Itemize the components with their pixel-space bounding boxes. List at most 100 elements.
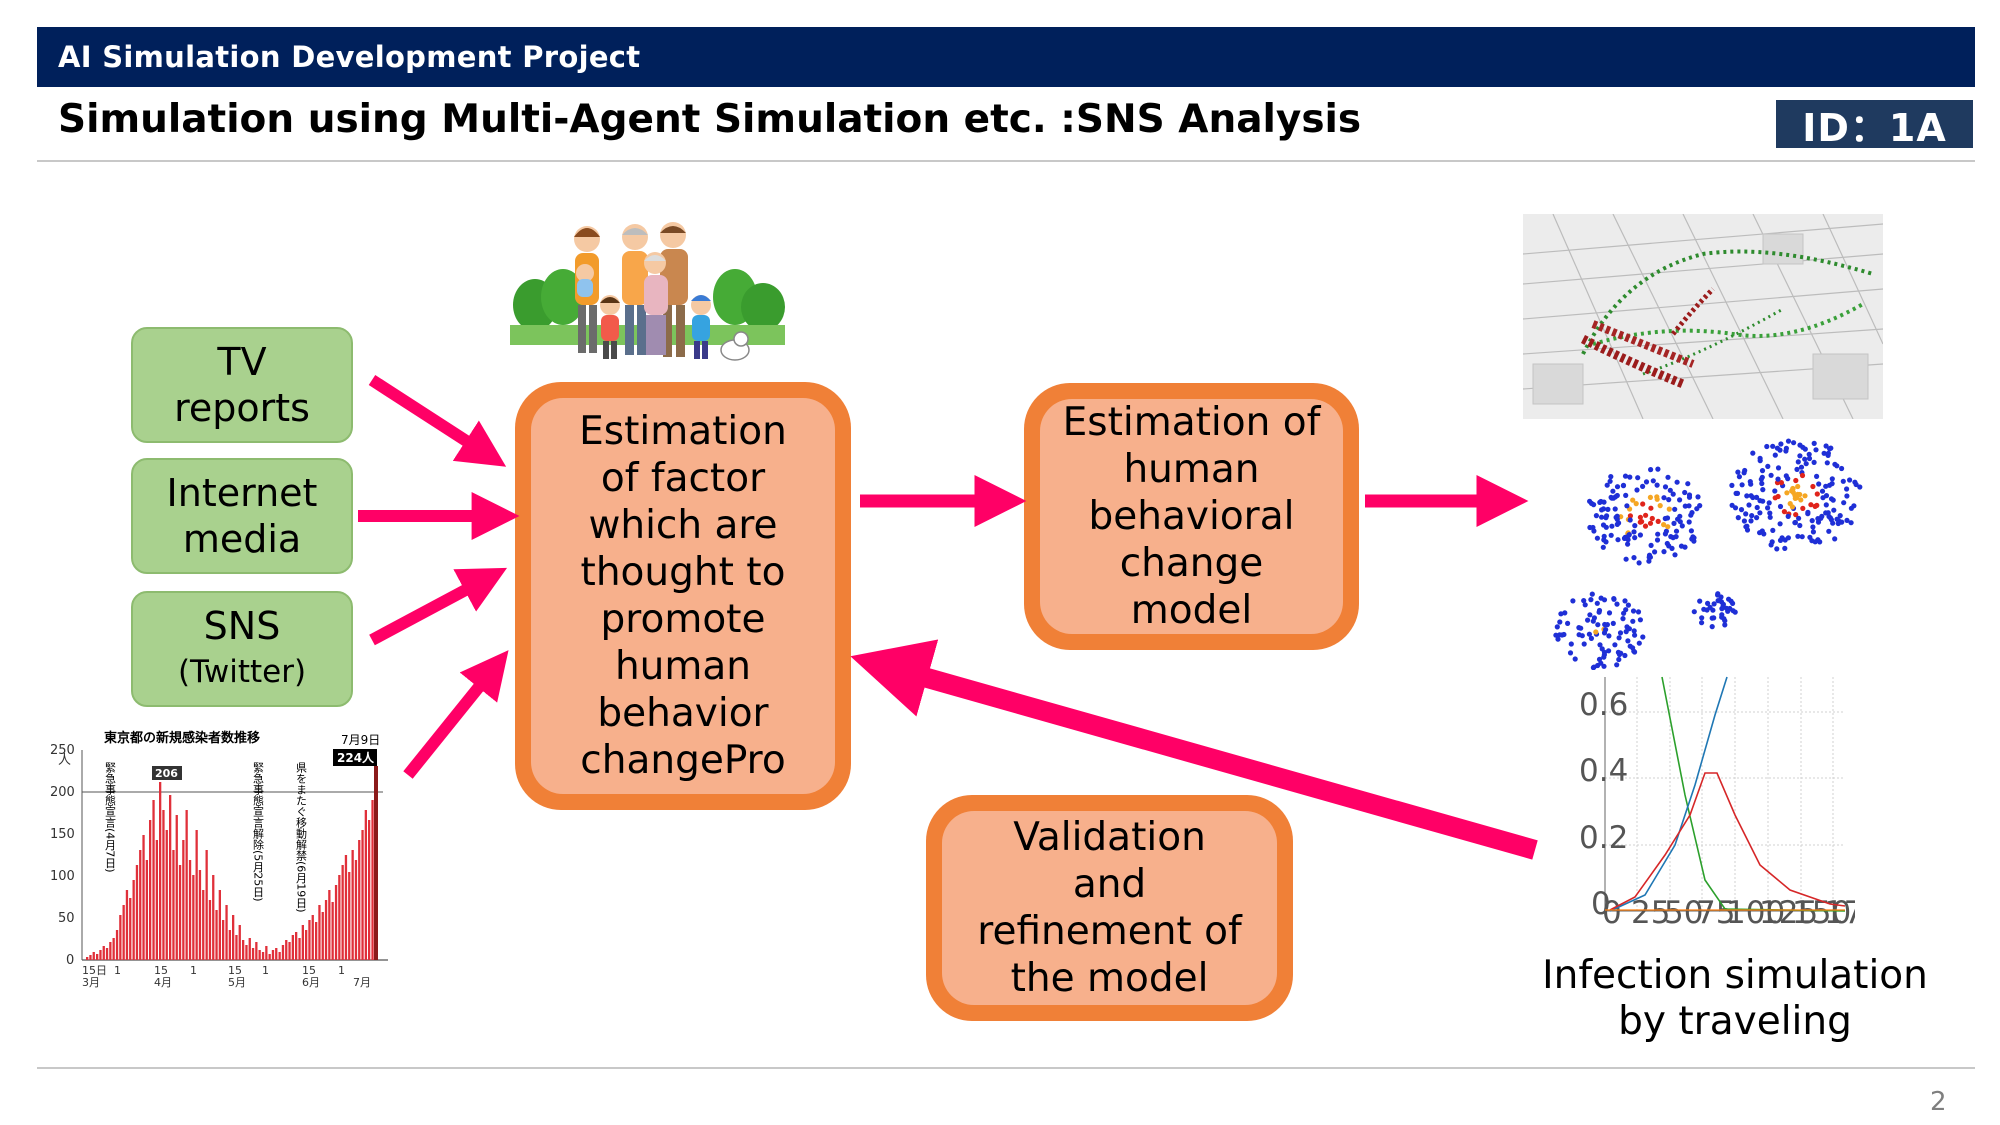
covid-bar [115, 930, 119, 960]
arrow-chart-to-factor [403, 650, 509, 779]
covid-bar [152, 800, 155, 960]
cluster-2-dot [1598, 595, 1604, 601]
cluster-1-dot [1777, 447, 1783, 453]
cluster-0-dot [1654, 482, 1660, 488]
cluster-1-dot [1733, 490, 1739, 496]
cluster-0-dot [1630, 497, 1636, 503]
cluster-1-dot [1736, 474, 1742, 480]
cluster-1-dot [1768, 542, 1774, 548]
cluster-2-dot [1588, 597, 1594, 603]
cluster-3-dot [1722, 618, 1728, 624]
cluster-1-dot [1803, 461, 1809, 467]
cluster-1-dot [1806, 451, 1812, 457]
cluster-1-dot [1823, 510, 1829, 516]
cluster-1-dot [1758, 476, 1764, 482]
cluster-1-dot [1754, 504, 1760, 511]
cluster-1-dot [1795, 459, 1801, 465]
cluster-1-dot [1757, 510, 1763, 516]
cluster-2-dot [1606, 648, 1612, 654]
cluster-2-dot [1594, 600, 1600, 606]
cluster-0-dot [1599, 507, 1605, 513]
footer-divider [37, 1067, 1975, 1069]
covid-bar [162, 810, 165, 960]
cluster-2-dot [1554, 624, 1560, 630]
covid-xday-0: 15日 [82, 964, 107, 977]
cluster-1-dot [1809, 518, 1815, 524]
cluster-0-dot [1609, 523, 1615, 529]
cluster-2-dot [1572, 656, 1578, 662]
cluster-0-dot [1673, 534, 1679, 540]
cluster-2-dot [1590, 665, 1596, 670]
cluster-0-dot [1623, 556, 1629, 562]
covid-bar [298, 938, 301, 960]
cluster-0-dot [1668, 534, 1674, 540]
covid-bar [202, 890, 205, 960]
cluster-3-dot [1730, 600, 1736, 606]
cluster-0-dot [1614, 484, 1621, 490]
arrow-sns-to-factor [369, 567, 508, 646]
cluster-1-dot [1851, 503, 1857, 509]
cluster-0-dot [1664, 540, 1670, 547]
cluster-0-dot [1647, 554, 1653, 560]
covid-bar [172, 850, 175, 960]
covid-bar [96, 954, 99, 960]
cluster-3-dot [1707, 604, 1713, 610]
covid-bar [305, 930, 308, 960]
cluster-1-dot [1823, 493, 1830, 499]
cluster-2-dot [1622, 652, 1628, 659]
project-title: AI Simulation Development Project [58, 40, 641, 74]
covid-ytick-250: 250 [50, 743, 75, 758]
source-internet-media: Internet media [131, 458, 353, 574]
cluster-1-dot [1829, 481, 1835, 487]
cluster-1-dot [1796, 515, 1802, 521]
covid-xday-3: 1 [190, 964, 197, 977]
cluster-1-dot [1813, 447, 1819, 453]
cluster-1-dot [1783, 473, 1789, 479]
cluster-2-dot [1596, 609, 1602, 615]
cluster-0-dot [1695, 494, 1701, 500]
cluster-0-dot [1620, 483, 1626, 489]
cluster-2-dot [1595, 622, 1601, 628]
cluster-2-dot [1602, 621, 1608, 628]
cluster-2-dot [1635, 609, 1642, 615]
cluster-2-dot [1570, 598, 1576, 604]
sir-infected-curve [1609, 772, 1846, 911]
cluster-1-dot [1823, 502, 1829, 508]
covid-ytick-200: 200 [50, 785, 75, 800]
cluster-0-dot [1633, 501, 1639, 507]
source-sns: SNS (Twitter) [131, 591, 353, 707]
cluster-2-dot [1617, 630, 1624, 636]
covid-bar [175, 815, 178, 960]
cluster-1-dot [1785, 535, 1791, 541]
cluster-0-dot [1631, 555, 1637, 561]
cluster-1-dot [1824, 460, 1830, 466]
cluster-2-dot [1614, 662, 1620, 668]
cluster-2-dot [1558, 611, 1564, 617]
cluster-0-dot [1666, 497, 1672, 503]
covid-bar [228, 930, 231, 960]
cluster-2-dot [1621, 610, 1627, 616]
cluster-0-dot [1627, 474, 1633, 480]
covid-bar [185, 810, 188, 960]
cluster-1-dot [1757, 498, 1763, 504]
covid-bar [102, 946, 105, 960]
cluster-0-dot [1666, 506, 1672, 512]
cluster-0-dot [1587, 524, 1593, 531]
cluster-0-dot [1661, 549, 1667, 555]
cluster-1-dot [1793, 512, 1799, 518]
cluster-0-dot [1682, 503, 1688, 509]
cluster-1-dot [1765, 463, 1771, 469]
cluster-2-dot [1598, 660, 1604, 666]
cluster-1-dot [1799, 534, 1805, 540]
cluster-1-dot [1823, 443, 1829, 449]
covid-bar [155, 840, 158, 960]
covid-peak-date: 7月9日 [341, 733, 380, 747]
cluster-1-dot [1777, 503, 1784, 510]
cluster-0-dot [1685, 481, 1691, 487]
cluster-1-dot [1766, 500, 1772, 506]
cluster-1-dot [1743, 524, 1749, 530]
cluster-3-dot [1691, 609, 1697, 615]
covid-bar [334, 885, 338, 960]
cluster-0-dot [1601, 499, 1607, 505]
covid-bar [205, 850, 208, 960]
